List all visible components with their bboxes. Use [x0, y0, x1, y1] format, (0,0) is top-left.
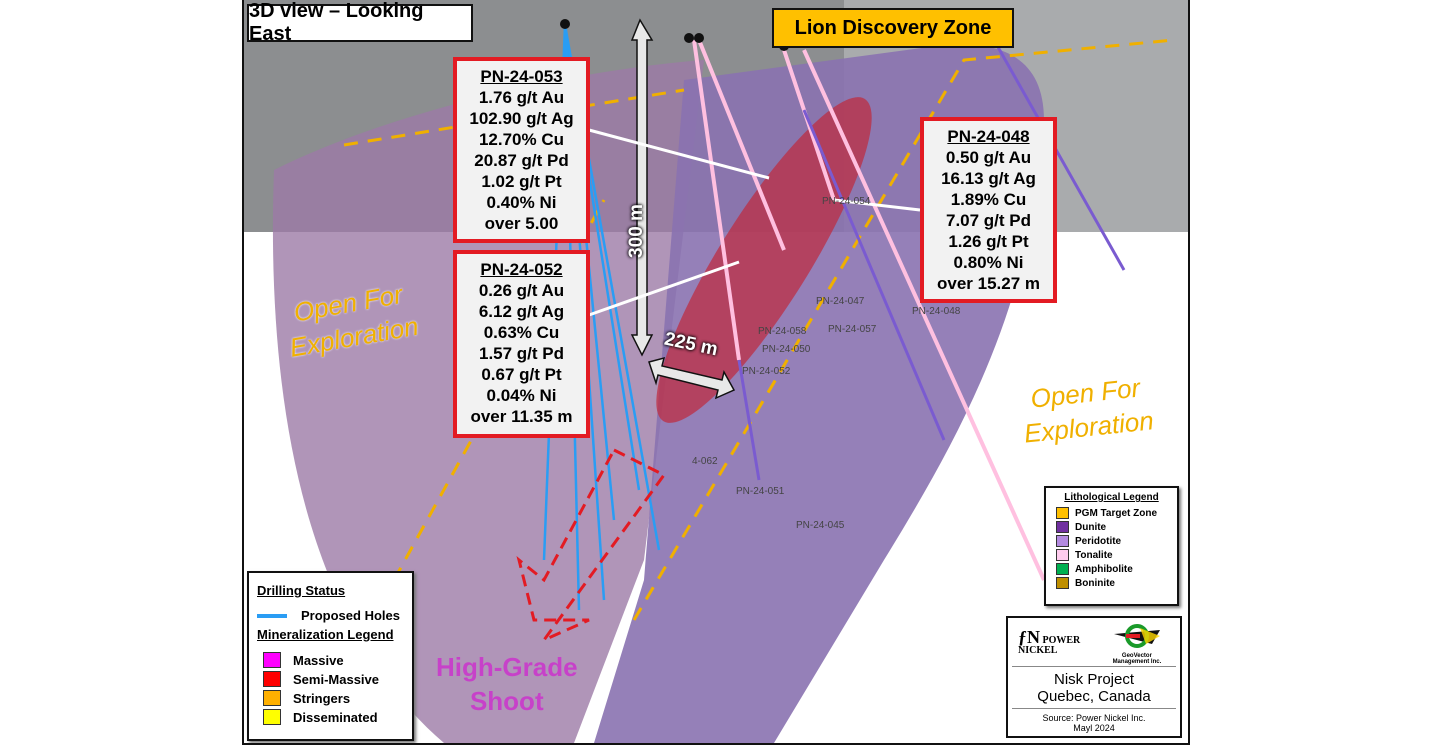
dimension-arrows	[630, 18, 736, 400]
assay-line: 6.12 g/t Ag	[478, 302, 565, 321]
hole-label: PN-24-058	[758, 326, 807, 337]
geovector-logo: GeoVector Management Inc.	[1104, 623, 1170, 665]
assay-line: 0.63% Cu	[483, 323, 560, 342]
hole-label: PN-24-051	[736, 486, 785, 497]
swatch	[1056, 549, 1069, 561]
legend-label: Peridotite	[1075, 535, 1122, 547]
geovector-logo-mark	[1113, 623, 1160, 648]
source-text: Source: Power Nickel Inc.	[1042, 713, 1146, 723]
hole-label: 4-062	[692, 456, 718, 467]
assay-line: 16.13 g/t Ag	[941, 169, 1036, 188]
swatch	[1056, 521, 1069, 533]
legend-label: Amphibolite	[1075, 563, 1133, 575]
callout-lines	[588, 128, 921, 317]
lithological-legend: Lithological Legend PGM Target Zone Duni…	[1044, 486, 1179, 606]
assay-line: 0.26 g/t Au	[478, 281, 565, 300]
hole-label: PN-24-057	[828, 324, 877, 335]
assay-line: 1.76 g/t Au	[478, 88, 565, 107]
project-info-box: ƒN POWER NICKEL GeoVector Management Inc…	[1006, 616, 1182, 738]
swatch	[1056, 507, 1069, 519]
assay-box-pn-24-052: PN-24-052 0.26 g/t Au 6.12 g/t Ag 0.63% …	[453, 250, 590, 438]
proposed-hole-swatch	[257, 613, 287, 618]
legend-label: Tonalite	[1075, 549, 1113, 561]
assay-line: 1.26 g/t Pt	[948, 232, 1029, 251]
date-text: Mayl 2024	[1073, 723, 1115, 733]
assay-line: 0.50 g/t Au	[945, 148, 1032, 167]
legend-label: Semi-Massive	[293, 671, 379, 687]
assay-box-pn-24-048: PN-24-048 0.50 g/t Au 16.13 g/t Ag 1.89%…	[920, 117, 1057, 303]
assay-line: 0.80% Ni	[953, 253, 1024, 272]
annotation-text: High-Grade	[436, 652, 578, 682]
hole-id: PN-24-048	[947, 127, 1030, 146]
assay-line: 7.07 g/t Pd	[945, 211, 1032, 230]
drilling-legend: Drilling Status Proposed Holes Mineraliz…	[247, 571, 414, 741]
hole-label: PN-24-050	[762, 344, 811, 355]
logo-text: POWER NICKEL	[1018, 635, 1081, 656]
swatch	[263, 652, 281, 668]
assay-line: over 11.35 m	[470, 407, 573, 426]
legend-title: Drilling Status	[257, 583, 346, 598]
hole-label: PN-24-045	[796, 520, 845, 531]
swatch	[1056, 535, 1069, 547]
swatch	[263, 671, 281, 687]
swatch	[1056, 563, 1069, 575]
hole-label: PN-24-054	[822, 196, 871, 207]
assay-line: 1.02 g/t Pt	[481, 172, 562, 191]
view-title: 3D view – Looking East	[247, 0, 473, 45]
swatch	[263, 690, 281, 706]
swatch	[263, 709, 281, 725]
legend-label: Stringers	[293, 690, 351, 706]
project-location: Quebec, Canada	[1012, 688, 1176, 709]
open-for-exploration-right: Open For Exploration	[1019, 369, 1156, 450]
assay-line: 1.57 g/t Pd	[478, 344, 565, 363]
assay-line: 1.89% Cu	[950, 190, 1027, 209]
assay-line: over 15.27 m	[936, 274, 1040, 293]
diagram-frame: PN-24-047 PN-24-048 PN-24-058 PN-24-057 …	[242, 0, 1190, 745]
assay-line: 102.90 g/t Ag	[469, 109, 574, 128]
annotation-text: Shoot	[469, 686, 544, 716]
project-name: Nisk Project	[1053, 671, 1135, 688]
swatch	[1056, 577, 1069, 589]
assay-line: 0.40% Ni	[486, 193, 557, 212]
logo-text: GeoVector Management Inc.	[1112, 652, 1162, 665]
assay-line: 0.67 g/t Pt	[481, 365, 562, 384]
legend-label: Disseminated	[293, 709, 378, 725]
legend-label: PGM Target Zone	[1075, 507, 1158, 519]
discovery-zone-label: Lion Discovery Zone	[772, 8, 1014, 48]
assay-line: 0.04% Ni	[486, 386, 557, 405]
dunite-holes	[737, 39, 1126, 481]
legend-label: Boninite	[1075, 577, 1115, 589]
high-grade-shoot-label: High-Grade Shoot	[436, 650, 578, 718]
assay-line: over 5.00	[484, 214, 559, 233]
legend-title: Mineralization Legend	[257, 627, 394, 642]
hole-id: PN-24-053	[480, 67, 563, 86]
assay-line: 20.87 g/t Pd	[474, 151, 569, 170]
hole-label: PN-24-048	[912, 306, 961, 317]
power-nickel-logo: ƒN POWER NICKEL	[1018, 627, 1081, 656]
hole-id: PN-24-052	[480, 260, 563, 279]
vertical-dimension-label: 300 m	[625, 204, 647, 258]
mineralized-zone	[656, 97, 872, 423]
drill-holes	[692, 39, 1046, 581]
legend-label: Massive	[293, 652, 344, 668]
legend-title: Lithological Legend	[1064, 492, 1159, 503]
assay-box-pn-24-053: PN-24-053 1.76 g/t Au 102.90 g/t Ag 12.7…	[453, 57, 590, 243]
legend-label: Proposed Holes	[301, 608, 400, 623]
hole-label: PN-24-047	[816, 296, 865, 307]
hole-label: PN-24-052	[742, 366, 791, 377]
legend-label: Dunite	[1075, 521, 1107, 533]
assay-line: 12.70% Cu	[478, 130, 565, 149]
